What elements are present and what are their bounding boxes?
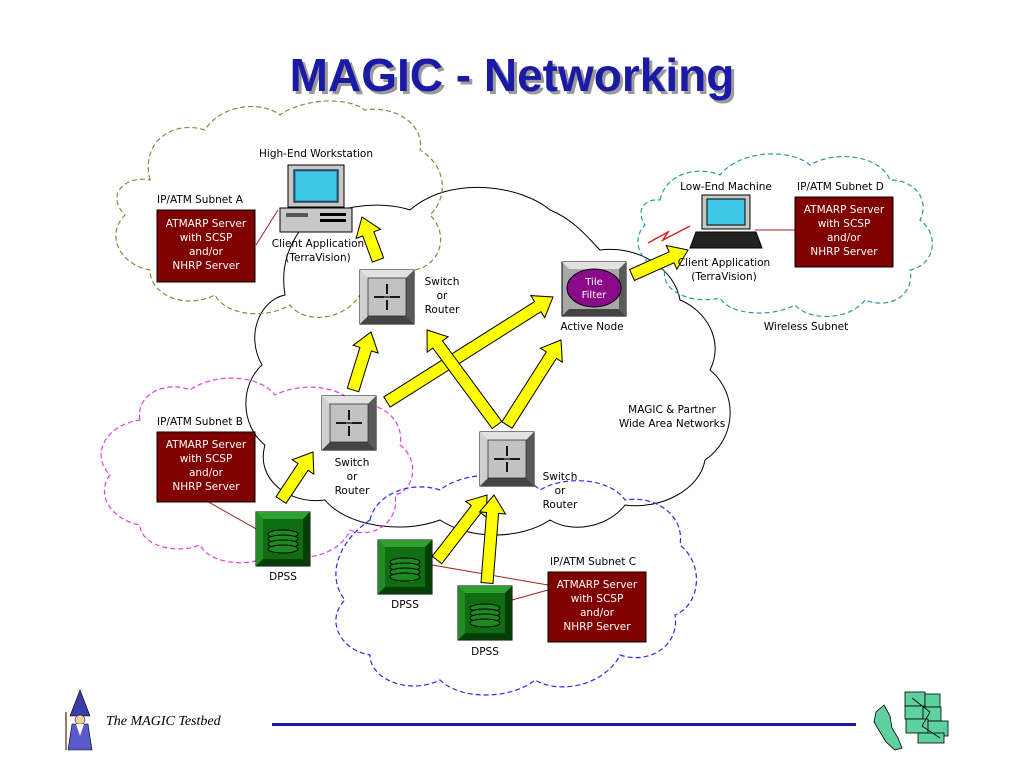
subnet-b-cloud [100,377,414,564]
subnet-d-cloud [637,153,933,317]
arrow-switch-c-to-active-node [501,339,563,429]
wizard-logo [65,689,93,751]
subnet-c-cloud [335,474,697,696]
server-a-line: NHRP Server [172,260,240,272]
server-b: ATMARP Server with SCSP and/or NHRP Serv… [156,431,256,503]
lowend-label: Low-End Machine [680,181,772,193]
switch-label-line: or [347,471,358,483]
arrow-switch-to-workstation [355,216,385,263]
subnet-b-label: IP/ATM Subnet B [157,416,243,428]
server-c-line: NHRP Server [563,621,631,633]
server-d: ATMARP Server with SCSP and/or NHRP Serv… [794,196,894,268]
switch-label-line: or [555,485,566,497]
footer-divider [272,723,856,726]
link-dpss2-server-c [511,589,549,601]
server-c-line: ATMARP Server [557,579,638,591]
switch-label-line: Router [335,485,370,497]
switch-label-line: Switch [425,276,460,288]
server-a: ATMARP Server with SCSP and/or NHRP Serv… [156,209,256,283]
switch-icon [359,269,415,325]
switch-label-line: or [437,290,448,302]
server-b-line: with SCSP [180,453,233,465]
workstation-icon [279,164,353,233]
subnet-d-label: IP/ATM Subnet D [797,181,884,193]
tile-filter-line: Filter [582,290,608,301]
arrow-dpss-c2-to-switch [478,494,507,585]
arrow-switch-to-active-node [383,295,554,408]
workstation-app-line: Client Application [272,238,364,250]
dpss-label: DPSS [269,571,297,583]
switch-label-line: Router [425,304,460,316]
server-c: ATMARP Server with SCSP and/or NHRP Serv… [547,571,647,643]
server-a-line: ATMARP Server [166,218,247,230]
dpss-icon [377,539,433,595]
server-b-line: and/or [189,467,224,479]
lowend-app-line: Client Application [678,257,770,269]
subnet-c-label: IP/ATM Subnet C [550,556,636,568]
server-d-line: with SCSP [818,218,871,230]
server-a-line: with SCSP [180,232,233,244]
arrow-group [275,216,689,585]
server-d-line: NHRP Server [810,246,878,258]
server-a-line: and/or [189,246,224,258]
arrow-dpss-b-to-switch [275,451,315,504]
workstation-app-line: (TerraVision) [285,252,351,264]
link-server-a-workstation [255,209,279,246]
switch-label-line: Switch [543,471,578,483]
tile-filter-line: Tile [584,277,603,288]
switch-label-line: Router [543,499,578,511]
server-c-line: with SCSP [571,593,624,605]
dpss-label: DPSS [391,599,419,611]
server-c-line: and/or [580,607,615,619]
slide-title: MAGIC - Networking [289,49,735,101]
lowend-app-line: (TerraVision) [691,271,757,283]
wireless-subnet-label: Wireless Subnet [764,321,849,333]
subnet-a-cloud [115,100,443,318]
dpss-icon [457,585,513,641]
wan-cloud [245,186,731,536]
dpss-label: DPSS [471,646,499,658]
footer-label: The MAGIC Testbed [106,714,221,729]
server-b-line: ATMARP Server [166,439,247,451]
arrow-switch-c-to-switch-a [426,329,503,430]
switch-icon [479,431,535,487]
subnet-a-label: IP/ATM Subnet A [157,194,244,206]
server-d-line: ATMARP Server [804,204,885,216]
arrow-dpss-c-to-switch [431,494,488,565]
server-d-line: and/or [827,232,862,244]
arrow-active-node-to-lowend [628,244,689,282]
map-logo [873,691,949,751]
map-route-icon [911,697,941,739]
wireless-link-icon [647,225,691,244]
switch-label-line: Switch [335,457,370,469]
wan-label-line: MAGIC & Partner [628,404,716,416]
active-node-icon [561,261,627,317]
switch-icon [321,395,377,451]
wan-label-line: Wide Area Networks [619,418,725,430]
link-server-b-dpss [204,499,259,531]
lowend-machine-icon [689,194,763,249]
dpss-icon [255,511,311,567]
arrow-switch-to-switch [346,331,379,393]
server-b-line: NHRP Server [172,481,240,493]
workstation-label: High-End Workstation [259,148,373,160]
active-node-label: Active Node [560,321,623,333]
